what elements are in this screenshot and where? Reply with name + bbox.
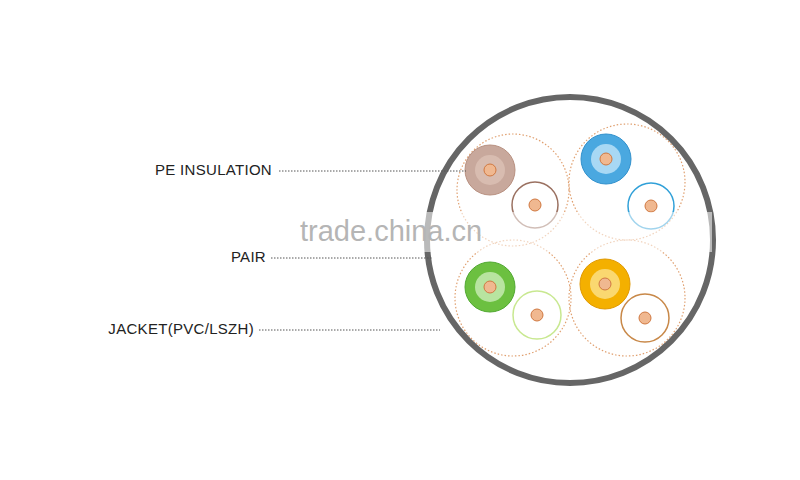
callout-label: PE INSULATION — [155, 161, 272, 179]
watermark: trade.china.cn — [300, 222, 482, 240]
pair-green — [465, 262, 561, 339]
watermark-band — [292, 212, 712, 252]
callout-label: JACKET(PVC/LSZH) — [108, 320, 254, 338]
leader-lines — [259, 171, 466, 330]
pair-orange — [580, 259, 669, 342]
callout-label: PAIR — [231, 248, 266, 266]
